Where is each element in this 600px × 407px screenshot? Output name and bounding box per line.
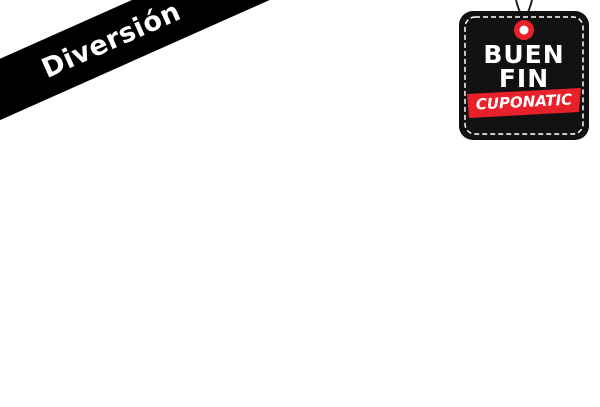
category-ribbon-label: Diversión: [37, 0, 186, 85]
buen-fin-badge: BUEN FIN CUPONATIC: [458, 0, 590, 142]
badge-title-line1: BUEN: [483, 40, 565, 69]
category-ribbon: Diversión: [0, 0, 278, 143]
badge-title-line2: FIN: [498, 64, 550, 93]
tag-shape-icon: [459, 0, 589, 140]
